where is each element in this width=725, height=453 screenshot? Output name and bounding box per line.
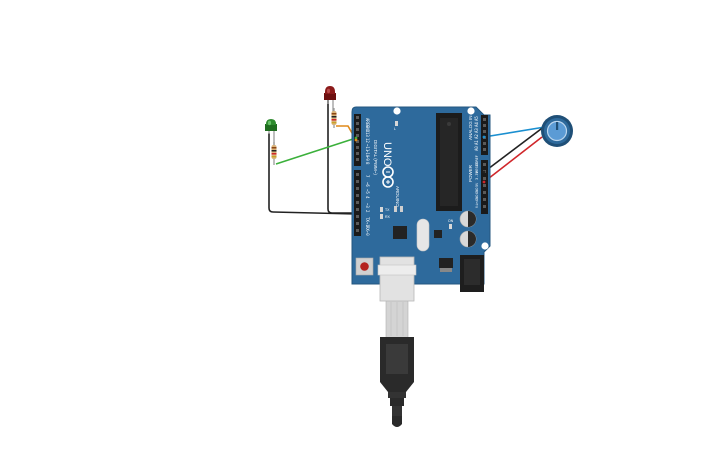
- pin-label: GND: [475, 195, 479, 202]
- pin-label: A5: [474, 116, 479, 121]
- rx-led: [380, 214, 383, 219]
- pin-label: 4: [365, 196, 370, 199]
- power-header-label: POWER: [468, 164, 473, 182]
- red-led[interactable]: [324, 86, 336, 112]
- wires: [268, 100, 546, 215]
- analog-pin-labels: A0 A1 A2 A3 A4 A5: [474, 116, 479, 151]
- usb-chip: [393, 226, 407, 239]
- pin-label: ~10: [365, 150, 370, 158]
- pin-label: 12: [365, 138, 370, 143]
- digital-pin-labels: AREF GND 13 12 ~11 ~10 ~9 8 7 ~6 ~5 4 ~3…: [365, 118, 370, 236]
- mount-hole: [393, 107, 401, 115]
- voltage-regulator: [439, 258, 453, 272]
- pin-label: RESET: [475, 161, 479, 173]
- tx-led: [380, 207, 383, 212]
- pin-label: 7: [365, 175, 370, 178]
- pin-label: A4: [474, 122, 479, 127]
- atmega-chip: [436, 113, 462, 211]
- smd-chip: [434, 230, 442, 238]
- rx-label: RX: [385, 215, 391, 219]
- smd-component: [400, 206, 403, 212]
- usb-b-port[interactable]: [377, 256, 417, 302]
- mount-hole: [467, 107, 475, 115]
- on-led-label: ON: [448, 219, 454, 223]
- pin-label: IOREF: [475, 155, 479, 166]
- pin-label: A0: [474, 146, 479, 151]
- pin-label: ~6: [365, 182, 370, 187]
- l-led: [395, 121, 398, 126]
- l-led-label: L: [394, 127, 396, 131]
- crystal-oscillator: [416, 218, 430, 252]
- wire-green-led-ground[interactable]: [268, 133, 357, 215]
- on-led: [449, 224, 452, 229]
- pin-label: TX→1: [365, 217, 370, 227]
- tx-label: TX: [385, 208, 390, 212]
- pin-label: 13: [365, 132, 370, 137]
- wire-red-led-ground[interactable]: [327, 100, 356, 214]
- capacitor: [459, 230, 477, 248]
- pin-label: 3.3V: [475, 171, 479, 180]
- board-brand-label: ARDUINO: [395, 186, 400, 207]
- reset-button[interactable]: [355, 257, 374, 276]
- pin-label: AREF: [365, 118, 370, 128]
- power-pin-labels: Vin GND GND 5V 3.3V RESET IOREF: [475, 155, 479, 208]
- pin-label: A3: [474, 128, 479, 133]
- analog-header[interactable]: [481, 115, 488, 155]
- arduino-uno-board[interactable]: AREF GND 13 12 ~11 ~10 ~9 8 7 ~6 ~5 4 ~3…: [351, 106, 491, 302]
- pin-label: GND: [365, 125, 370, 133]
- capacitor: [459, 210, 477, 228]
- pin-label: 2: [365, 210, 370, 213]
- pin-label: ~11: [365, 144, 370, 152]
- green-led-resistor[interactable]: [271, 142, 277, 165]
- usb-cable[interactable]: [380, 299, 414, 427]
- pin-label: GND: [475, 188, 479, 195]
- wire-pot-red[interactable]: [483, 136, 543, 183]
- pin-label: RX←0: [365, 226, 370, 236]
- pin-label: ~5: [365, 189, 370, 194]
- pin-label: ~9: [365, 156, 370, 161]
- green-led[interactable]: [265, 119, 277, 146]
- wire-endpoints: [354, 135, 486, 184]
- pin-label: A2: [474, 134, 479, 139]
- digital-header-label: DIGITAL (PWM~): [373, 140, 378, 175]
- pin-label: Vin: [475, 202, 479, 209]
- board-model-label: UNO: [381, 142, 393, 167]
- red-led-resistor[interactable]: [331, 108, 337, 128]
- potentiometer[interactable]: [541, 115, 573, 147]
- pin-label: 5V: [475, 182, 479, 187]
- wire-pot-blue[interactable]: [483, 126, 546, 138]
- pin-label: A1: [474, 140, 479, 145]
- mount-hole: [481, 242, 489, 250]
- smd-component: [394, 206, 397, 212]
- arduino-logo-icon: [382, 166, 394, 188]
- pin-label: 8: [365, 162, 370, 165]
- analog-header-label: ANALOG IN: [468, 115, 473, 140]
- pin-label: ~3: [365, 203, 370, 208]
- wire-pot-black[interactable]: [483, 125, 546, 173]
- dc-power-jack[interactable]: [460, 255, 484, 292]
- wire-green-signal[interactable]: [275, 137, 357, 165]
